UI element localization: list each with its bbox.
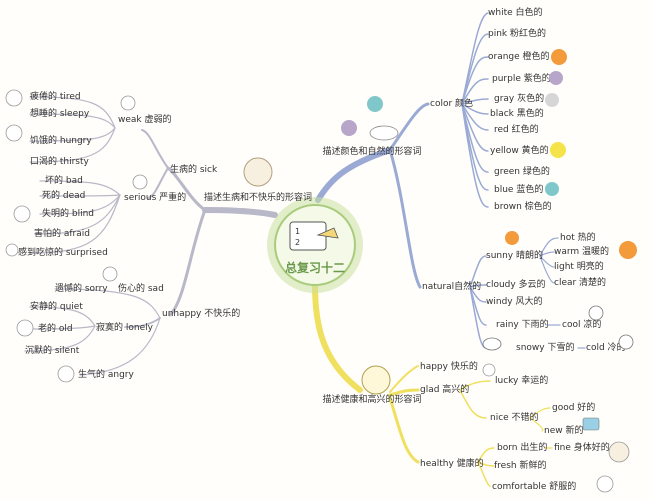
happy-small-icon xyxy=(482,363,496,377)
color-item: yellow 黄色的 xyxy=(490,144,549,156)
color-item: white 白色的 xyxy=(488,6,543,18)
old-face-icon xyxy=(16,319,34,337)
healthy-happy-branch: 描述健康和高兴的形容词 happy 快乐的 glad 高兴的 lucky 幸运的… xyxy=(322,360,630,493)
color-item: brown 棕色的 xyxy=(494,200,552,212)
colors-nature-branch: 描述颜色和自然的形容词 color 颜色 white 白色的 pink 粉红色的… xyxy=(322,6,637,353)
cloud-icon xyxy=(369,125,399,141)
glad-label: glad 高兴的 xyxy=(420,383,469,395)
sunny-sub-item: clear 清楚的 xyxy=(554,276,606,288)
sun-icon xyxy=(505,231,519,245)
lonely-item: 沉默的 silent xyxy=(25,344,80,356)
shirt-icon xyxy=(582,417,600,431)
serious-item: 死的 dead xyxy=(42,189,85,201)
born-label: born 出生的 xyxy=(497,441,547,453)
fine-face-icon xyxy=(608,441,630,463)
color-item: green 绿色的 xyxy=(494,165,550,177)
sorry-item: 遗憾的 sorry xyxy=(55,282,108,294)
sunny-sub-item: warm 温暖的 xyxy=(554,245,609,257)
cloudy-label: cloudy 多云的 xyxy=(486,278,546,290)
lonely-label: 寂寞的 lonely xyxy=(96,321,154,333)
natural-label: natural自然的 xyxy=(422,280,481,292)
weak-item: 想睡的 sleepy xyxy=(30,107,90,119)
snow-cloud-icon xyxy=(482,337,502,351)
color-item: red 红色的 xyxy=(494,123,539,135)
nice-label: nice 不错的 xyxy=(490,411,539,423)
teal-dot-icon xyxy=(545,182,559,196)
weak-item: 口渴的 thirsty xyxy=(30,155,90,167)
sorry-face-icon xyxy=(102,266,118,282)
serious-item: 害怕的 afraid xyxy=(34,227,90,239)
serious-face-icon xyxy=(132,174,148,190)
tired-face-icon xyxy=(5,89,23,107)
card-line-2: 2 xyxy=(295,238,300,247)
lonely-item: 老的 old xyxy=(38,322,73,334)
hot-sun-icon xyxy=(619,241,637,259)
serious-item: 失明的 blind xyxy=(42,207,94,219)
surprised-face-icon xyxy=(5,243,19,257)
branch-label-colors-nature: 描述颜色和自然的形容词 xyxy=(322,145,421,157)
sad-face-icon xyxy=(243,157,273,187)
sunny-sub-item: hot 热的 xyxy=(560,231,596,243)
weak-face-icon xyxy=(120,95,136,111)
angry-face-icon xyxy=(57,365,75,383)
sunny-label: sunny 晴朗的 xyxy=(486,249,543,261)
color-item: purple 紫色的 xyxy=(492,72,551,84)
windy-label: windy 风大的 xyxy=(486,295,542,307)
cool-face-icon xyxy=(588,305,604,321)
branch-label-sick-unhappy: 描述生病和不快乐的形容词 xyxy=(204,191,312,203)
serious-item: 感到吃惊的 surprised xyxy=(18,246,108,258)
orange-dot-icon xyxy=(551,49,567,65)
teal-balloon-icon xyxy=(367,96,383,112)
pencil-icon xyxy=(316,227,339,239)
blind-face-icon xyxy=(13,205,31,223)
cold-face-icon xyxy=(618,334,634,350)
color-item: blue 蓝色的 xyxy=(494,183,543,195)
weak-item: 疲倦的 tired xyxy=(30,90,81,102)
cool-label: cool 凉的 xyxy=(562,318,601,330)
connector-lines xyxy=(24,12,586,487)
good-label: good 好的 xyxy=(552,401,595,413)
healthy-label: healthy 健康的 xyxy=(420,457,484,469)
color-item: gray 灰色的 xyxy=(494,92,544,104)
fine-label: fine 身体好的 xyxy=(554,441,610,453)
snowy-label: snowy 下雪的 xyxy=(516,341,574,353)
hungry-face-icon xyxy=(5,124,23,142)
center-title: 总复习十二 xyxy=(285,260,345,275)
weak-item: 饥饿的 hungry xyxy=(30,134,92,146)
purple-balloon-icon xyxy=(341,120,357,136)
color-item: black 黑色的 xyxy=(490,107,544,119)
color-item: pink 粉红色的 xyxy=(488,27,546,39)
color-label: color 颜色 xyxy=(430,97,473,109)
new-label: new 新的 xyxy=(544,424,583,436)
serious-item: 坏的 bad xyxy=(45,174,83,186)
purple-dot-icon xyxy=(549,71,563,85)
weak-label: weak 虚弱的 xyxy=(118,113,172,125)
sick-label: 生病的 sick xyxy=(170,163,218,175)
center-node: 1 2 总复习十二 xyxy=(267,197,363,293)
rainy-label: rainy 下雨的 xyxy=(496,318,549,330)
angry-label: 生气的 angry xyxy=(78,368,134,380)
comfortable-label: comfortable 舒服的 xyxy=(492,480,576,492)
happy-face-icon xyxy=(361,365,391,395)
lonely-item: 安静的 quiet xyxy=(30,300,83,312)
sunny-sub-item: light 明亮的 xyxy=(554,260,604,272)
branch-label-healthy-happy: 描述健康和高兴的形容词 xyxy=(322,393,421,405)
yellow-dot-icon xyxy=(550,142,566,158)
lucky-label: lucky 幸运的 xyxy=(495,374,548,386)
comfortable-face-icon xyxy=(596,475,614,493)
fresh-label: fresh 新鲜的 xyxy=(494,459,546,471)
serious-label: serious 严重的 xyxy=(124,191,186,203)
happy-label: happy 快乐的 xyxy=(420,360,478,372)
color-item: orange 橙色的 xyxy=(488,50,550,62)
card-line-1: 1 xyxy=(295,227,300,236)
gray-dot-icon xyxy=(545,93,559,107)
sad-item: 伤心的 sad xyxy=(118,282,164,294)
unhappy-label: unhappy 不快乐的 xyxy=(162,307,240,319)
sick-unhappy-branch: 描述生病和不快乐的形容词 生病的 sick weak 虚弱的 疲倦的 tired… xyxy=(5,89,312,383)
cold-label: cold 冷的 xyxy=(586,341,626,353)
